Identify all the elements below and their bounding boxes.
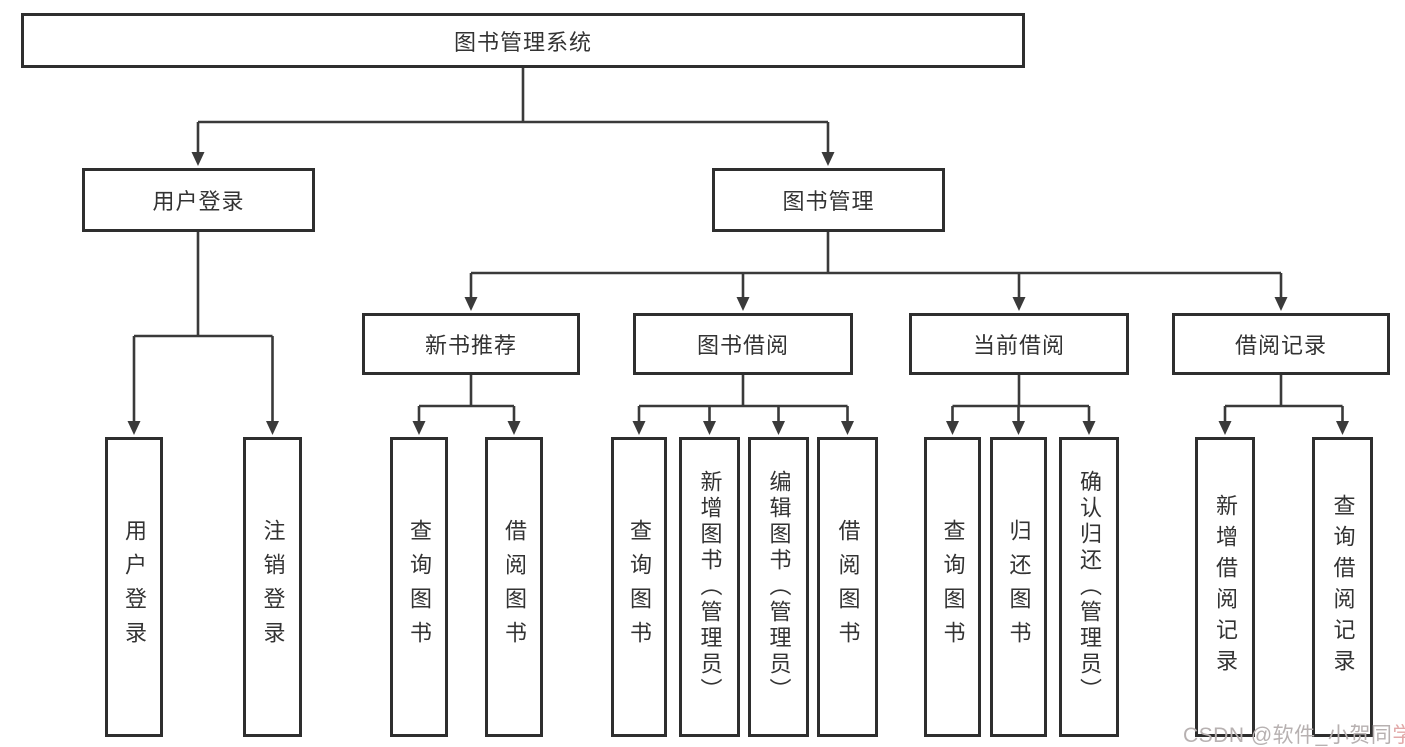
node-new-book-recommend: 新书推荐 xyxy=(362,313,580,375)
leaf-query-books-2-label: 查询图书 xyxy=(627,519,652,655)
node-book-management-label: 图书管理 xyxy=(782,189,875,214)
node-root-label: 图书管理系统 xyxy=(453,29,592,55)
node-current-borrow: 当前借阅 xyxy=(909,313,1129,375)
leaf-query-books-3: 查询图书 xyxy=(924,437,981,737)
leaf-query-borrow-record: 查询借阅记录 xyxy=(1312,437,1373,737)
node-root-system: 图书管理系统 xyxy=(21,13,1025,68)
node-book-borrow-label: 图书借阅 xyxy=(696,333,789,358)
leaf-query-books-1: 查询图书 xyxy=(390,437,448,737)
leaf-add-borrow-record: 新增借阅记录 xyxy=(1195,437,1255,737)
leaf-edit-books-admin: 编辑图书（管理员） xyxy=(748,437,809,737)
leaf-query-books-3-label: 查询图书 xyxy=(940,519,966,655)
leaf-add-borrow-record-label: 新增借阅记录 xyxy=(1213,494,1238,680)
leaf-user-login: 用户登录 xyxy=(105,437,163,737)
leaf-borrow-books-2-label: 借阅图书 xyxy=(835,519,861,655)
connector-root-to-level2 xyxy=(191,68,835,166)
leaf-user-login-label: 用户登录 xyxy=(122,519,147,655)
watermark-text: CSDN @软件_小贺同 xyxy=(1183,724,1393,747)
leaf-add-books-admin: 新增图书（管理员） xyxy=(679,437,740,737)
connector-user-login-to-leaves xyxy=(127,232,279,435)
leaf-edit-books-admin-label: 编辑图书（管理员） xyxy=(766,470,792,704)
connector-book-mgmt-to-level3 xyxy=(464,232,1288,311)
leaf-query-borrow-record-label: 查询借阅记录 xyxy=(1330,494,1356,680)
leaf-logout: 注销登录 xyxy=(243,437,302,737)
node-book-borrow: 图书借阅 xyxy=(633,313,853,375)
node-user-login: 用户登录 xyxy=(82,168,315,232)
leaf-logout-label: 注销登录 xyxy=(260,519,286,655)
leaf-query-books-2: 查询图书 xyxy=(611,437,667,737)
leaf-return-books-label: 归还图书 xyxy=(1006,519,1032,655)
node-current-borrow-label: 当前借阅 xyxy=(972,333,1065,358)
leaf-borrow-books-1-label: 借阅图书 xyxy=(502,519,527,655)
connector-borrow-record-to-leaves xyxy=(1218,375,1349,435)
connector-book-borrow-to-leaves xyxy=(632,375,854,435)
leaf-query-books-1-label: 查询图书 xyxy=(407,519,432,655)
leaf-return-books: 归还图书 xyxy=(990,437,1047,737)
watermark-tail: 学 xyxy=(1392,724,1405,747)
leaf-borrow-books-2: 借阅图书 xyxy=(817,437,878,737)
leaf-borrow-books-1: 借阅图书 xyxy=(485,437,543,737)
leaf-confirm-return-admin: 确认归还（管理员） xyxy=(1059,437,1119,737)
connector-current-borrow-to-leaves xyxy=(946,375,1096,435)
node-borrow-record-label: 借阅记录 xyxy=(1234,333,1327,358)
node-user-login-label: 用户登录 xyxy=(152,189,245,214)
node-book-management: 图书管理 xyxy=(712,168,945,232)
node-borrow-record: 借阅记录 xyxy=(1172,313,1390,375)
leaf-add-books-admin-label: 新增图书（管理员） xyxy=(697,470,723,704)
node-new-book-recommend-label: 新书推荐 xyxy=(424,333,517,358)
connector-new-book-to-leaves xyxy=(412,375,521,435)
watermark: CSDN @软件_小贺同学 xyxy=(1183,719,1405,747)
leaf-confirm-return-admin-label: 确认归还（管理员） xyxy=(1077,470,1102,704)
